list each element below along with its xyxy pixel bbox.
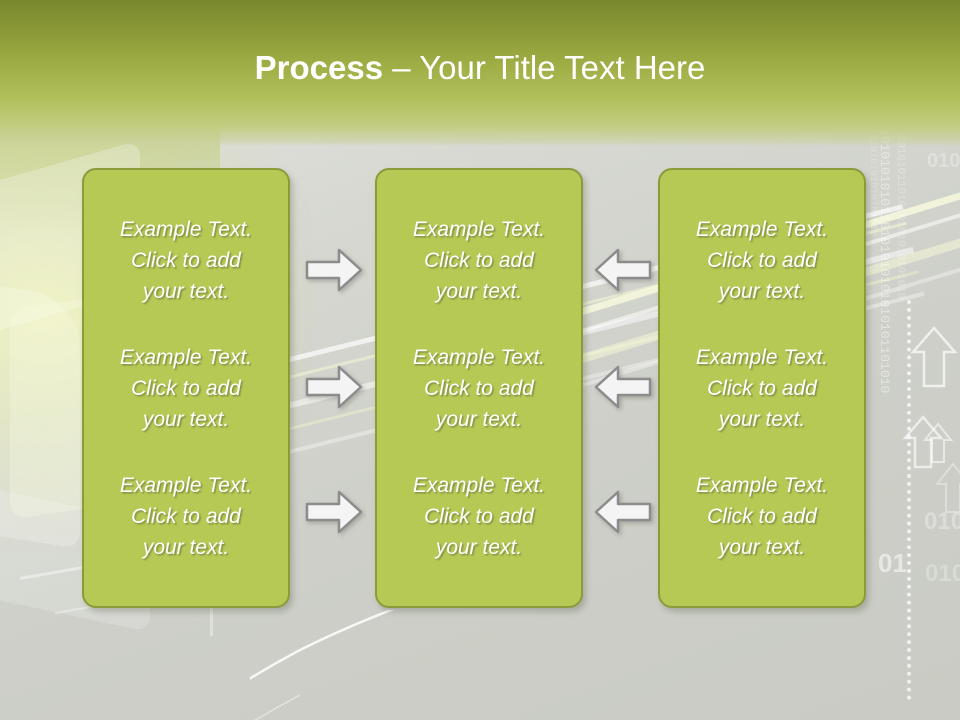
page-title-strong: Process	[254, 49, 384, 86]
background-digit-4: 010	[927, 150, 960, 172]
arrow-left-icon-row3[interactable]	[592, 487, 654, 537]
process-text-right-1[interactable]: Example Text. Click to add your text.	[695, 217, 829, 303]
arrow-right-icon-row3[interactable]	[303, 487, 365, 537]
process-text-middle-1[interactable]: Example Text. Click to add your text.	[412, 217, 546, 303]
process-box-left[interactable]: Example Text. Click to add your text. Ex…	[82, 168, 290, 608]
process-box-right[interactable]: Example Text. Click to add your text. Ex…	[658, 168, 866, 608]
process-text-left-1[interactable]: Example Text. Click to add your text.	[119, 217, 253, 303]
ghost-arrow-up-icon-2	[902, 415, 944, 469]
background-digit-1: 01	[878, 548, 907, 578]
ghost-arrow-up-icon-4	[934, 462, 960, 513]
background-digit-3: 010	[925, 560, 960, 587]
process-text-middle-2[interactable]: Example Text. Click to add your text.	[412, 345, 546, 431]
arrow-right-icon-row1[interactable]	[303, 245, 365, 295]
process-text-middle-3[interactable]: Example Text. Click to add your text.	[412, 473, 546, 559]
arrow-right-icon-row2[interactable]	[303, 362, 365, 412]
background-binary-column-1: 1010101010110101010101010101101010	[877, 128, 892, 394]
process-box-middle[interactable]: Example Text. Click to add your text. Ex…	[375, 168, 583, 608]
ghost-arrow-up-icon-3	[922, 422, 954, 463]
process-text-left-2[interactable]: Example Text. Click to add your text.	[119, 345, 253, 431]
background-digit-2: 010	[924, 508, 960, 535]
process-text-right-3[interactable]: Example Text. Click to add your text.	[695, 473, 829, 559]
arrow-left-icon-row1[interactable]	[592, 245, 654, 295]
slide-header-band	[0, 0, 960, 146]
arrow-left-icon-row2[interactable]	[592, 362, 654, 412]
ghost-arrow-up-icon-1	[910, 326, 958, 388]
process-text-left-3[interactable]: Example Text. Click to add your text.	[119, 473, 253, 559]
background-swoosh-curve	[250, 610, 395, 720]
background-binary-column-2: 01010101101010101010101010	[894, 128, 906, 300]
background-dotted-guide-line	[907, 300, 911, 700]
page-title: Process – Your Title Text Here	[0, 48, 960, 88]
process-text-right-2[interactable]: Example Text. Click to add your text.	[695, 345, 829, 431]
page-title-rest: – Your Title Text Here	[383, 49, 706, 86]
background-binary-column-3: 101010101010101010	[867, 128, 878, 237]
